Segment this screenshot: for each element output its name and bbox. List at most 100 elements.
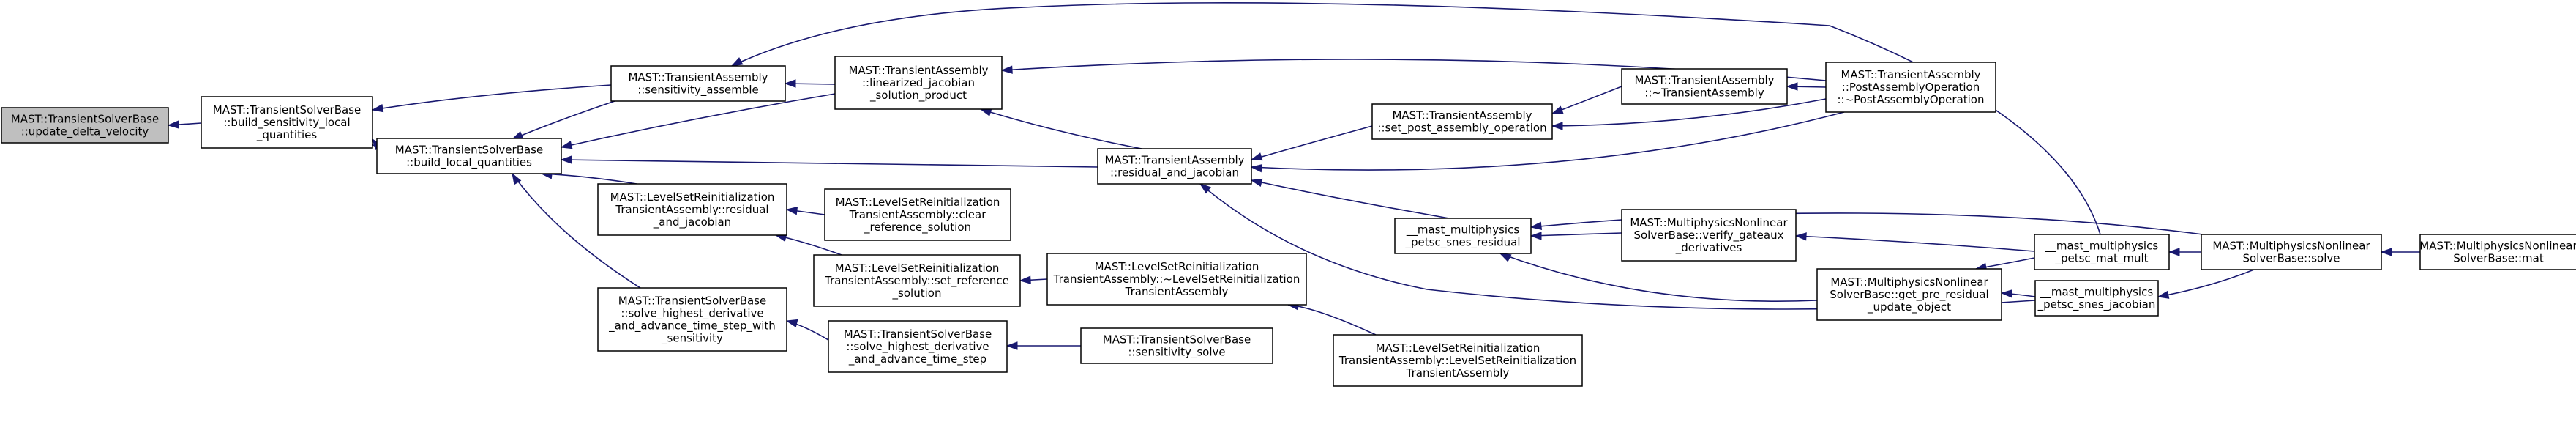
node-n12[interactable]: MAST::TransientSolverBase::sensitivity_s…: [1080, 327, 1273, 364]
arrow-head-icon: [1499, 253, 1512, 262]
node-n16[interactable]: MAST::TransientAssembly::~TransientAssem…: [1621, 68, 1788, 105]
node-box[interactable]: [1371, 103, 1553, 140]
node-n17[interactable]: MAST::MultiphysicsNonlinearSolverBase::v…: [1621, 209, 1797, 262]
node-label-line: MAST::LevelSetReinitialization: [610, 190, 775, 204]
node-label-line: MAST::TransientAssembly: [1634, 73, 1774, 86]
node-n5[interactable]: MAST::TransientSolverBase::solve_highest…: [597, 287, 787, 352]
edge-n17-n15: [1530, 232, 1622, 240]
node-box[interactable]: [1333, 334, 1583, 387]
node-label-line: _solution_product: [869, 89, 967, 103]
edge-line: [1551, 98, 1827, 127]
node-n19[interactable]: MAST::TransientAssembly::PostAssemblyOpe…: [1825, 62, 1996, 113]
edge-n19-n7: [1250, 111, 1845, 173]
arrow-head-icon: [784, 79, 796, 88]
edge-n19-n14: [1551, 98, 1827, 130]
node-box[interactable]: [1825, 62, 1996, 113]
edge-n1-n0: [167, 120, 202, 129]
arrow-head-icon: [1250, 178, 1263, 188]
node-n7[interactable]: MAST::TransientAssembly::residual_and_ja…: [1097, 148, 1252, 185]
node-n0[interactable]: MAST::TransientSolverBase::update_delta_…: [1, 107, 169, 144]
node-label-line: MAST::TransientSolverBase: [844, 327, 992, 341]
edge-line: [561, 159, 1098, 168]
node-box[interactable]: [834, 56, 1003, 110]
node-label-line: _and_advance_time_step: [848, 352, 986, 366]
edge-line: [1795, 235, 2035, 252]
edge-line: [1251, 179, 1450, 219]
node-label-line: _solution: [892, 286, 942, 300]
node-label-line: MAST::TransientSolverBase: [1103, 333, 1251, 346]
node-n13[interactable]: MAST::LevelSetReinitializationTransientA…: [1333, 334, 1583, 387]
edge-n23-n22: [2380, 248, 2420, 256]
node-box[interactable]: [1621, 209, 1797, 262]
node-box[interactable]: [1621, 68, 1788, 105]
node-n11[interactable]: MAST::LevelSetReinitializationTransientA…: [1046, 253, 1307, 306]
node-label-line: MAST::LevelSetReinitialization: [835, 262, 1000, 275]
node-box[interactable]: [201, 96, 373, 149]
edge-n13-n11: [1287, 302, 1377, 336]
arrow-head-icon: [371, 104, 384, 113]
node-n23[interactable]: MAST::MultiphysicsNonlinearSolverBase::m…: [2419, 234, 2576, 270]
arrow-head-icon: [1786, 82, 1798, 91]
node-label-line: _update_object: [1867, 300, 1951, 314]
node-box[interactable]: [2419, 234, 2576, 270]
node-n8[interactable]: MAST::LevelSetReinitializationTransientA…: [824, 188, 1011, 241]
edge-line: [1287, 304, 1377, 336]
node-label-line: ::sensitivity_assemble: [637, 83, 759, 97]
node-n21[interactable]: __mast_multiphysics_petsc_snes_jacobian: [2034, 280, 2159, 316]
node-n10[interactable]: MAST::TransientSolverBase::solve_highest…: [828, 320, 1008, 373]
node-n14[interactable]: MAST::TransientAssembly::set_post_assemb…: [1371, 103, 1553, 140]
arrow-head-icon: [1000, 65, 1013, 74]
arrow-head-icon: [2000, 289, 2012, 298]
edge-line: [1530, 232, 1622, 237]
node-label-line: MAST::TransientAssembly: [848, 64, 988, 77]
edge-n8-n4: [785, 207, 825, 215]
node-box[interactable]: [828, 320, 1008, 373]
node-box[interactable]: [1046, 253, 1307, 306]
node-box[interactable]: [2034, 234, 2170, 270]
node-label-line: __mast_multiphysics: [2045, 239, 2158, 253]
node-n4[interactable]: MAST::LevelSetReinitializationTransientA…: [597, 183, 787, 236]
arrow-head-icon: [1551, 122, 1563, 130]
node-box[interactable]: [824, 188, 1011, 241]
arrow-head-icon: [512, 172, 522, 185]
node-label-line: SolverBase::verify_gateaux: [1633, 229, 1783, 243]
node-n1[interactable]: MAST::TransientSolverBase::build_sensiti…: [201, 96, 373, 149]
node-label-line: _quantities: [256, 128, 318, 142]
edge-n22-n20: [2168, 248, 2201, 256]
node-label-line: SolverBase::solve: [2242, 251, 2340, 264]
node-box[interactable]: [1097, 148, 1252, 185]
edge-line: [1499, 253, 1818, 302]
arrow-head-icon: [560, 155, 572, 164]
node-box[interactable]: [1080, 327, 1273, 364]
node-box[interactable]: [1, 107, 169, 144]
node-label-line: MAST::TransientSolverBase: [618, 294, 766, 307]
node-label-line: _petsc_snes_jacobian: [2037, 297, 2156, 311]
arrow-head-icon: [167, 120, 179, 129]
node-box[interactable]: [1394, 218, 1532, 254]
node-label-line: MAST::MultiphysicsNonlinear: [2419, 239, 2576, 252]
node-box[interactable]: [597, 183, 787, 236]
node-box[interactable]: [2201, 234, 2382, 270]
edge-line: [2157, 269, 2255, 297]
node-n6[interactable]: MAST::TransientAssembly::linearized_jaco…: [834, 56, 1003, 110]
node-box[interactable]: [1816, 268, 2002, 321]
node-box[interactable]: [376, 138, 562, 174]
node-box[interactable]: [813, 254, 1021, 307]
node-n20[interactable]: __mast_multiphysics_petsc_mat_mult: [2034, 234, 2170, 270]
node-n18[interactable]: MAST::MultiphysicsNonlinearSolverBase::g…: [1816, 268, 2002, 321]
node-box[interactable]: [597, 287, 787, 352]
edge-n7-n2: [560, 155, 1098, 168]
node-n3[interactable]: MAST::TransientAssembly::sensitivity_ass…: [610, 65, 786, 102]
node-label-line: MAST::LevelSetReinitialization: [1376, 341, 1540, 355]
node-n22[interactable]: MAST::MultiphysicsNonlinearSolverBase::s…: [2201, 234, 2382, 270]
node-label-line: ::build_sensitivity_local: [223, 116, 350, 130]
node-label-line: _derivatives: [1675, 241, 1742, 255]
arrow-head-icon: [2157, 290, 2170, 299]
node-label-line: ::solve_highest_derivative: [621, 306, 763, 320]
node-box[interactable]: [610, 65, 786, 102]
node-box[interactable]: [2034, 280, 2159, 316]
node-n15[interactable]: __mast_multiphysics_petsc_snes_residual: [1394, 218, 1532, 254]
node-label-line: ::update_delta_velocity: [21, 125, 149, 138]
node-n9[interactable]: MAST::LevelSetReinitializationTransientA…: [813, 254, 1021, 307]
node-n2[interactable]: MAST::TransientSolverBase::build_local_q…: [376, 138, 562, 174]
